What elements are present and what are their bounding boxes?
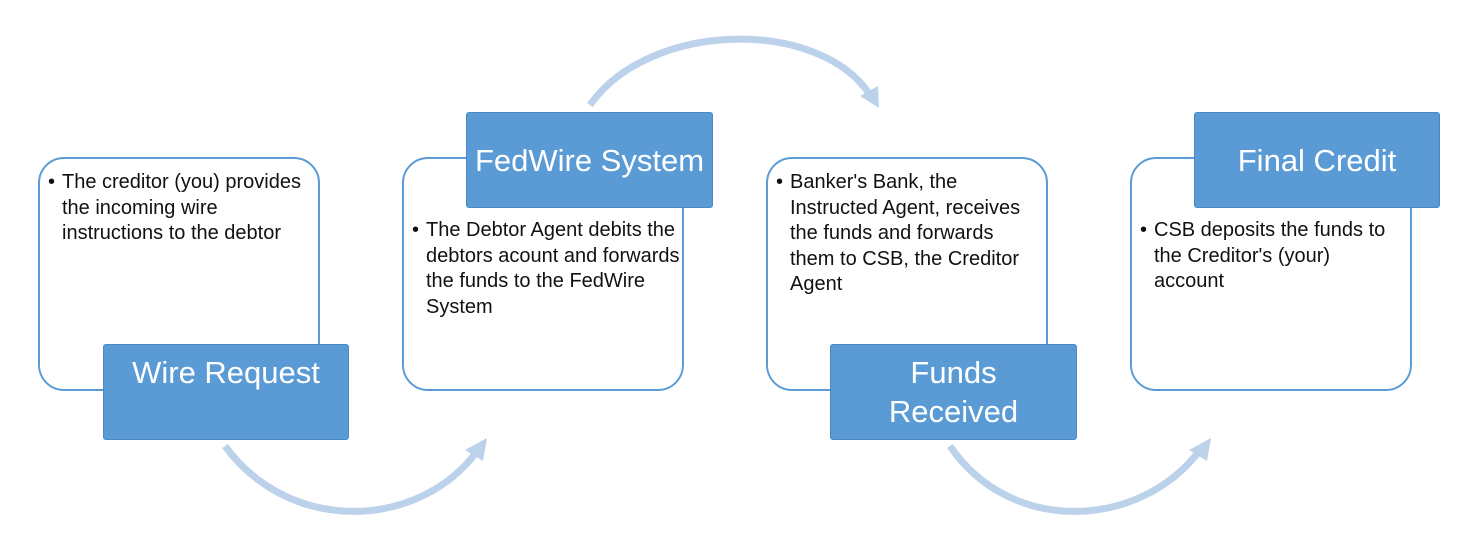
step-4-description: • CSB deposits the funds to the Creditor… <box>1140 218 1402 295</box>
step-1-title: Wire Request <box>132 355 320 390</box>
step-4-title: Final Credit <box>1237 142 1397 178</box>
flow-arrow-1-to-2 <box>222 443 481 515</box>
step-1-title-box: Wire Request <box>103 344 349 440</box>
step-2-title-box: FedWire System <box>466 112 713 208</box>
step-3-title-box: Funds Received <box>830 344 1077 440</box>
flow-arrow-3-to-4-head <box>1189 438 1211 461</box>
step-1-description: • The creditor (you) provides the incomi… <box>48 170 310 247</box>
step-2-text: The Debtor Agent debits the debtors acou… <box>426 219 680 318</box>
flow-arrow-3-to-4 <box>947 444 1203 515</box>
bullet-icon: • <box>412 219 420 241</box>
bullet-icon: • <box>48 171 56 193</box>
bullet-icon: • <box>1140 219 1148 241</box>
step-1-text: The creditor (you) provides the incoming… <box>62 171 301 244</box>
step-4-text: CSB deposits the funds to the Creditor's… <box>1154 219 1386 292</box>
bullet-icon: • <box>776 171 784 193</box>
step-2-title: FedWire System <box>474 142 705 178</box>
step-3-text: Banker's Bank, the Instructed Agent, rec… <box>790 171 1021 295</box>
step-4-title-box: Final Credit <box>1194 112 1440 208</box>
flow-arrow-2-to-3 <box>587 35 873 108</box>
step-3-title: Funds Received <box>888 355 1019 429</box>
flow-arrow-1-to-2-head <box>465 438 487 461</box>
flow-arrow-2-to-3-head <box>860 86 879 108</box>
step-2-description: • The Debtor Agent debits the debtors ac… <box>412 218 680 320</box>
step-3-description: • Banker's Bank, the Instructed Agent, r… <box>776 170 1038 298</box>
